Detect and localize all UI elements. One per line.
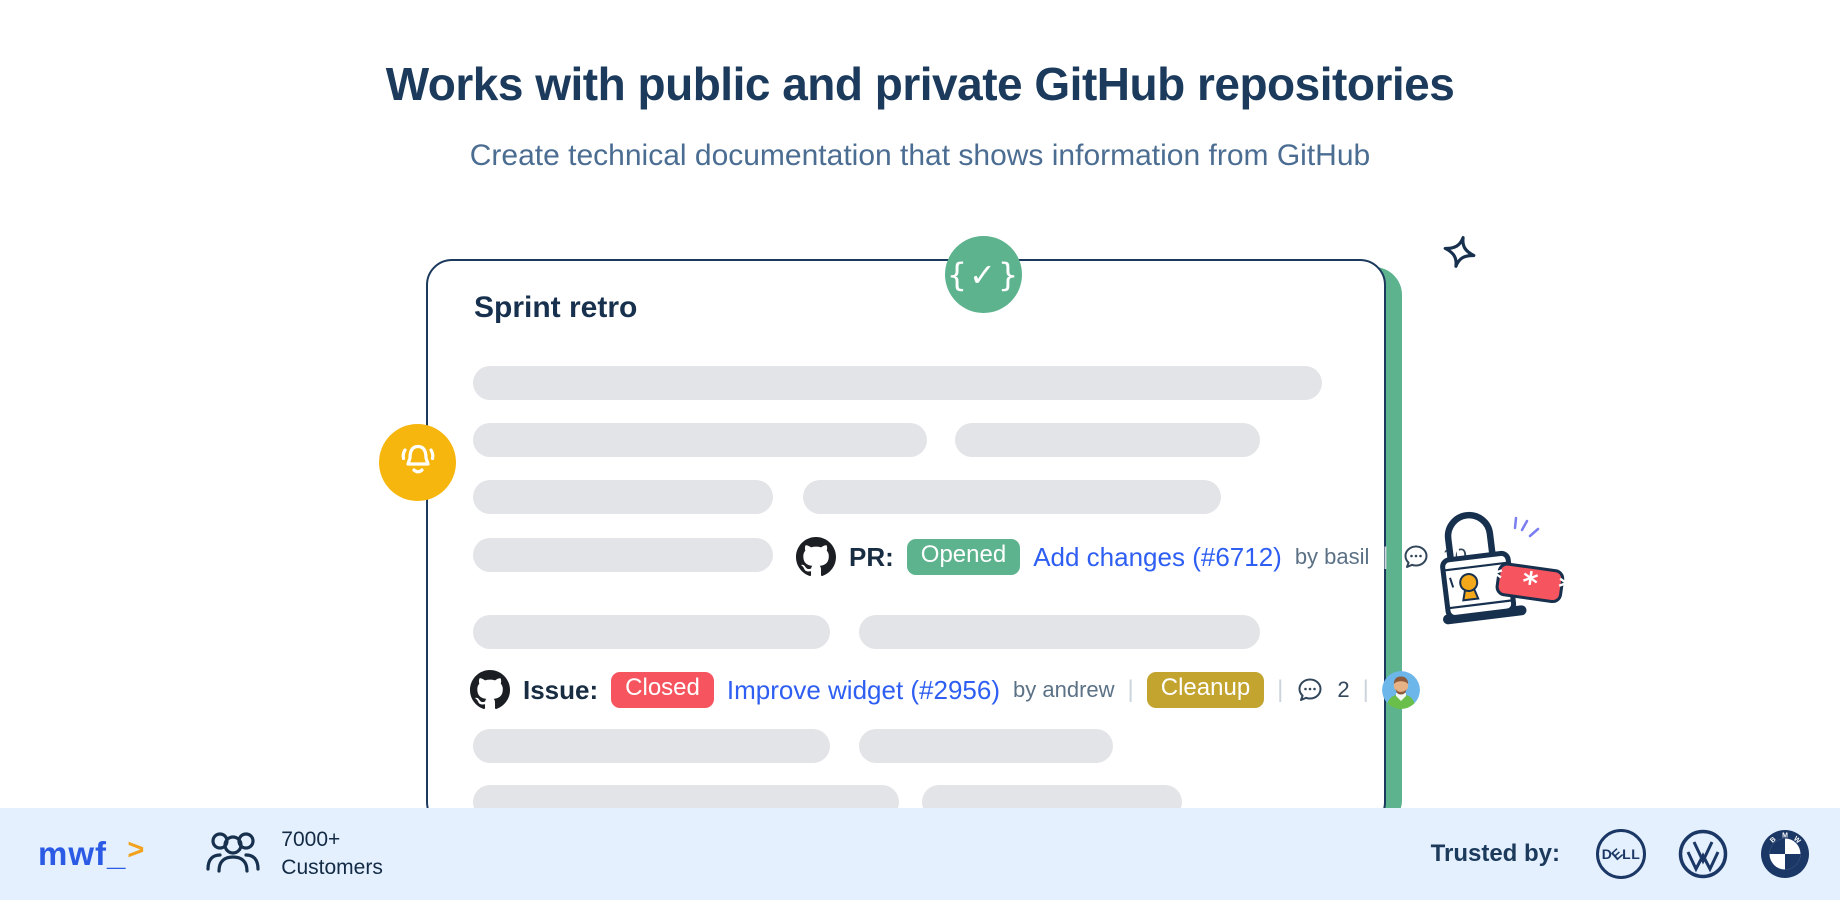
- github-icon: [470, 670, 510, 710]
- code-check-badge: {✓}: [945, 236, 1022, 313]
- placeholder-bar: [473, 423, 927, 457]
- customers-group-icon: [205, 829, 261, 880]
- sparkle-star-icon: [1439, 234, 1479, 279]
- divider: |: [1277, 676, 1284, 703]
- placeholder-bar: [859, 615, 1260, 649]
- page-subtitle: Create technical documentation that show…: [469, 139, 1371, 172]
- placeholder-bar: [955, 423, 1260, 457]
- customers-count: 7000+ Customers: [281, 826, 383, 882]
- placeholder-bar: [803, 480, 1221, 514]
- trusted-by-label: Trusted by:: [1430, 840, 1560, 867]
- placeholder-bar: [473, 480, 773, 514]
- password-lock-illustration: * * *: [1406, 486, 1577, 651]
- dell-letter: D: [1601, 846, 1613, 862]
- divider: |: [1362, 676, 1369, 703]
- pr-author: by basil: [1294, 544, 1370, 569]
- dell-letters: LL: [1622, 846, 1641, 862]
- mwf-logo: mwf_ >: [38, 834, 146, 873]
- issue-link[interactable]: Improve widget (#2956): [726, 674, 1001, 705]
- placeholder-bar: [473, 729, 830, 763]
- comment-icon[interactable]: [1402, 543, 1430, 571]
- issue-status-badge: Closed: [611, 672, 714, 708]
- placeholder-bar: [473, 615, 830, 649]
- issue-row: Issue: Closed Improve widget (#2956) by …: [470, 668, 1420, 712]
- placeholder-bar: [473, 538, 773, 572]
- bmw-letter: M: [1782, 833, 1788, 840]
- document-title: Sprint retro: [474, 291, 638, 324]
- customers-count-label: Customers: [281, 856, 383, 879]
- placeholder-bar: [473, 366, 1322, 400]
- code-check-icon: {✓}: [946, 255, 1021, 294]
- bmw-letter: B: [1769, 836, 1777, 845]
- bmw-letter: W: [1792, 836, 1802, 846]
- issue-author: by andrew: [1013, 677, 1115, 702]
- divider: |: [1382, 543, 1389, 570]
- notification-bell-badge: [379, 424, 456, 501]
- pr-link[interactable]: Add changes (#6712): [1033, 541, 1282, 572]
- document-card: Sprint retro PR: Opened Add changes (#67…: [426, 259, 1467, 828]
- comment-icon[interactable]: [1296, 676, 1324, 704]
- bell-icon: [395, 437, 441, 488]
- volkswagen-logo-icon: [1678, 829, 1728, 879]
- logo-arrow-icon: >: [127, 834, 146, 866]
- github-icon: [796, 537, 836, 577]
- issue-label: Issue:: [523, 674, 599, 705]
- bmw-logo-icon: B M W: [1760, 829, 1810, 879]
- placeholder-bar: [859, 729, 1113, 763]
- logo-text: mwf_: [38, 835, 127, 872]
- customers-count-number: 7000+: [281, 828, 341, 851]
- pull-request-row: PR: Opened Add changes (#6712) by basil …: [796, 535, 1467, 579]
- user-avatar: [1381, 671, 1420, 709]
- pr-label: PR:: [849, 541, 894, 572]
- divider: |: [1127, 676, 1134, 703]
- pr-status-badge: Opened: [906, 539, 1021, 575]
- issue-tag-badge: Cleanup: [1146, 672, 1265, 708]
- issue-comment-count: 2: [1337, 677, 1350, 702]
- page-title: Works with public and private GitHub rep…: [385, 58, 1455, 110]
